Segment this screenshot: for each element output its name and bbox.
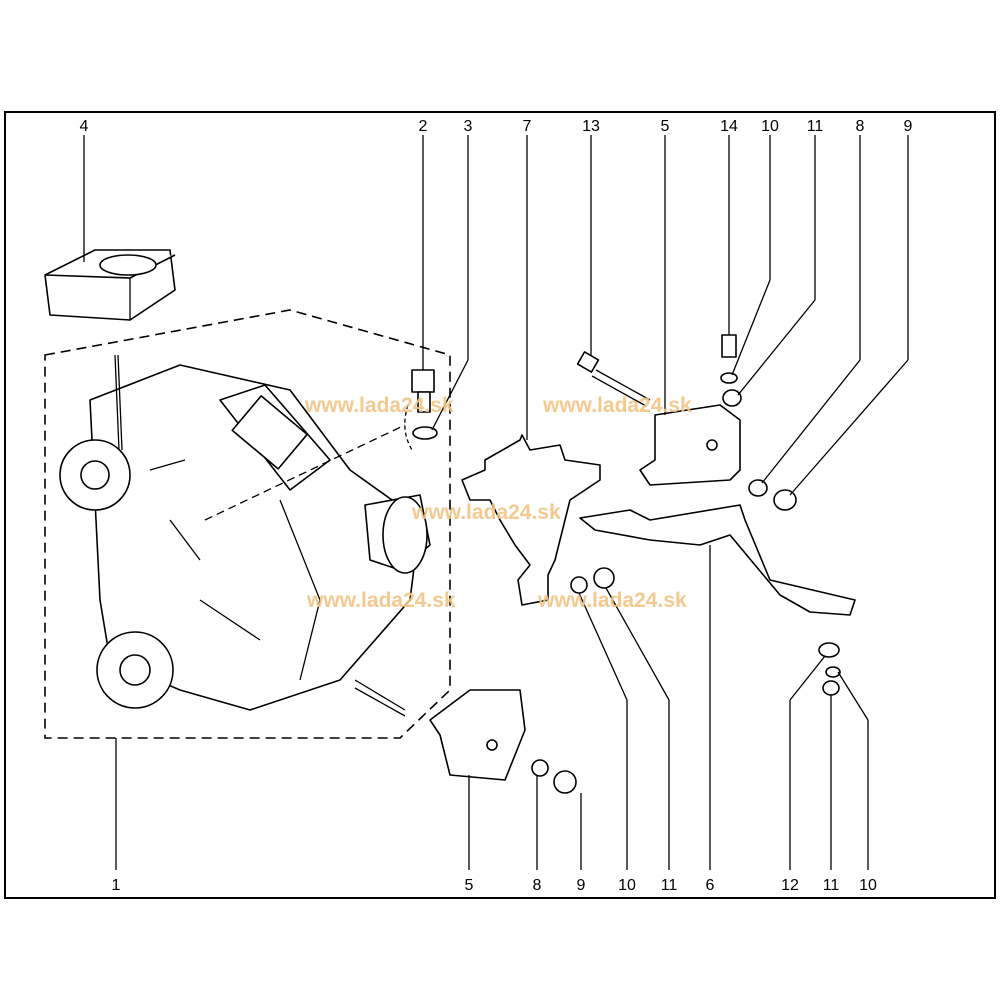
bottom-callouts: 1 5 8 9 10 11 6 12 11 10 bbox=[112, 877, 877, 894]
leader-lines bbox=[83, 135, 909, 870]
part-10-washer bbox=[720, 372, 738, 384]
part-5-mount-lower bbox=[429, 689, 526, 781]
callout: 11 bbox=[661, 877, 678, 894]
callout: 14 bbox=[720, 118, 738, 135]
part-9-nut bbox=[553, 770, 577, 794]
part-7-bracket bbox=[461, 434, 601, 606]
part-2-sensor bbox=[411, 369, 435, 413]
callout: 9 bbox=[904, 118, 913, 135]
callout: 1 bbox=[112, 877, 121, 894]
part-5-mount-upper bbox=[639, 404, 741, 486]
part-8-washer bbox=[531, 759, 549, 777]
callout: 11 bbox=[807, 118, 824, 135]
part-12-bushing bbox=[818, 642, 840, 658]
callout: 5 bbox=[465, 877, 474, 894]
top-callouts: 4 2 3 7 13 5 14 10 11 8 9 bbox=[80, 118, 913, 135]
callout: 10 bbox=[618, 877, 636, 894]
callout: 8 bbox=[856, 118, 865, 135]
watermark: www.lada24.sk bbox=[304, 394, 454, 417]
part-13-bolt bbox=[576, 351, 651, 407]
callout: 2 bbox=[419, 118, 428, 135]
callout: 7 bbox=[523, 118, 532, 135]
part-10-washer bbox=[825, 666, 841, 678]
part-11-nut bbox=[722, 389, 742, 407]
watermarks: www.lada24.sk www.lada24.sk www.lada24.s… bbox=[304, 394, 692, 612]
watermark: www.lada24.sk bbox=[306, 589, 456, 612]
part-1-transfer-case bbox=[44, 309, 451, 739]
sensor-install-arc bbox=[404, 404, 413, 451]
callout: 13 bbox=[582, 118, 600, 135]
part-9-nut bbox=[773, 489, 797, 511]
part-4-pad bbox=[44, 249, 176, 321]
callout: 12 bbox=[781, 877, 799, 894]
callout: 3 bbox=[464, 118, 473, 135]
callout: 10 bbox=[761, 118, 779, 135]
part-11-nut bbox=[593, 567, 615, 589]
diagram-frame bbox=[4, 111, 996, 899]
callout: 8 bbox=[533, 877, 542, 894]
callout: 5 bbox=[661, 118, 670, 135]
watermark: www.lada24.sk bbox=[411, 501, 561, 524]
callout: 10 bbox=[859, 877, 877, 894]
part-11-nut bbox=[822, 680, 840, 696]
callout: 11 bbox=[823, 877, 840, 894]
part-3-washer bbox=[412, 426, 438, 440]
callout: 6 bbox=[706, 877, 715, 894]
watermark: www.lada24.sk bbox=[537, 589, 687, 612]
callout: 4 bbox=[80, 118, 89, 135]
part-8-washer bbox=[748, 479, 768, 497]
watermark: www.lada24.sk bbox=[542, 394, 692, 417]
part-14-bolt bbox=[721, 334, 737, 358]
callout: 9 bbox=[577, 877, 586, 894]
part-6-crossmember bbox=[579, 504, 856, 616]
hardware bbox=[531, 334, 841, 794]
